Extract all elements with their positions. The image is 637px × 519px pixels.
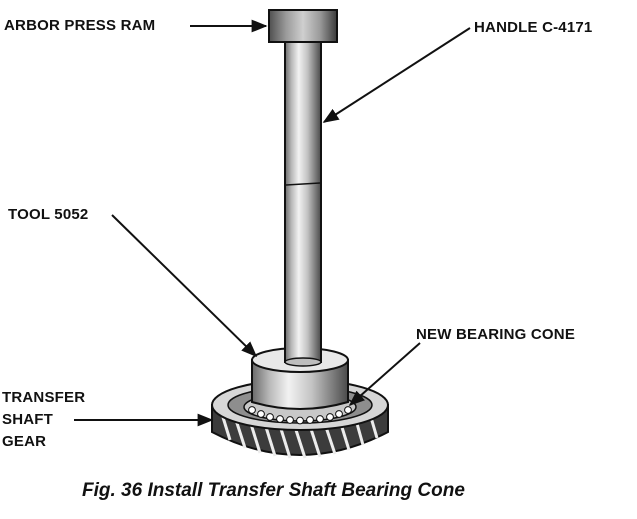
label-handle: HANDLE C-4171 — [474, 19, 593, 36]
label-shaft: SHAFT — [2, 411, 53, 428]
leader-tool — [111, 214, 258, 358]
arbor-press-ram — [268, 9, 338, 43]
label-arbor-press-ram: ARBOR PRESS RAM — [4, 17, 156, 34]
handle-c-4171 — [284, 39, 322, 367]
leader-new-bearing-cone — [348, 342, 421, 407]
leader-lines — [74, 19, 471, 427]
leader-handle — [322, 27, 471, 123]
label-new-bearing-cone: NEW BEARING CONE — [416, 326, 576, 343]
label-transfer: TRANSFER — [2, 389, 86, 406]
figure-caption: Fig. 36 Install Transfer Shaft Bearing C… — [82, 480, 465, 501]
label-tool: TOOL 5052 — [8, 206, 89, 223]
tool-5052 — [251, 347, 349, 410]
label-gear: GEAR — [2, 433, 47, 450]
